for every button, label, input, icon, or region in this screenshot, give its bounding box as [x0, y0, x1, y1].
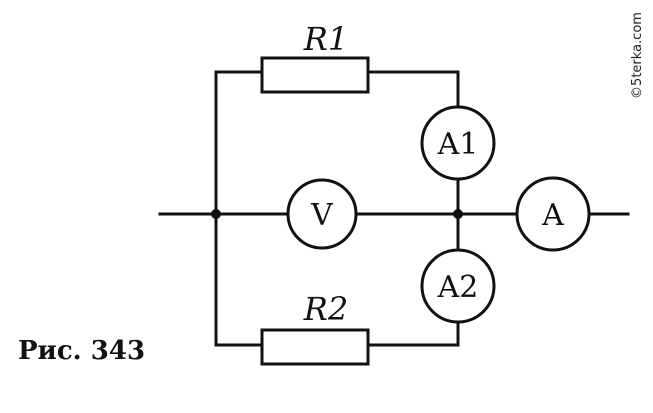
resistor-r1: [260, 56, 370, 94]
ammeter-a1-label: A1: [437, 127, 479, 162]
resistor-r1-label: R1: [303, 20, 348, 58]
ammeter-a-label: A: [541, 198, 564, 233]
ammeter-a1: [420, 105, 496, 181]
junction-left: [211, 209, 221, 219]
ammeter-a: [515, 176, 591, 252]
voltmeter-v: [286, 178, 358, 250]
figure-caption: Рис. 343: [18, 336, 146, 366]
resistor-r2-label: R2: [303, 290, 348, 328]
watermark-text: ©5terka.com: [629, 12, 645, 99]
voltmeter-v-label: V: [310, 198, 334, 233]
junction-right: [453, 209, 463, 219]
ammeter-a2-label: A2: [437, 270, 479, 305]
watermark: ©5terka.com: [622, 0, 652, 120]
wires: [158, 70, 630, 347]
resistor-r2: [260, 328, 370, 366]
ammeter-a2: [420, 248, 496, 324]
